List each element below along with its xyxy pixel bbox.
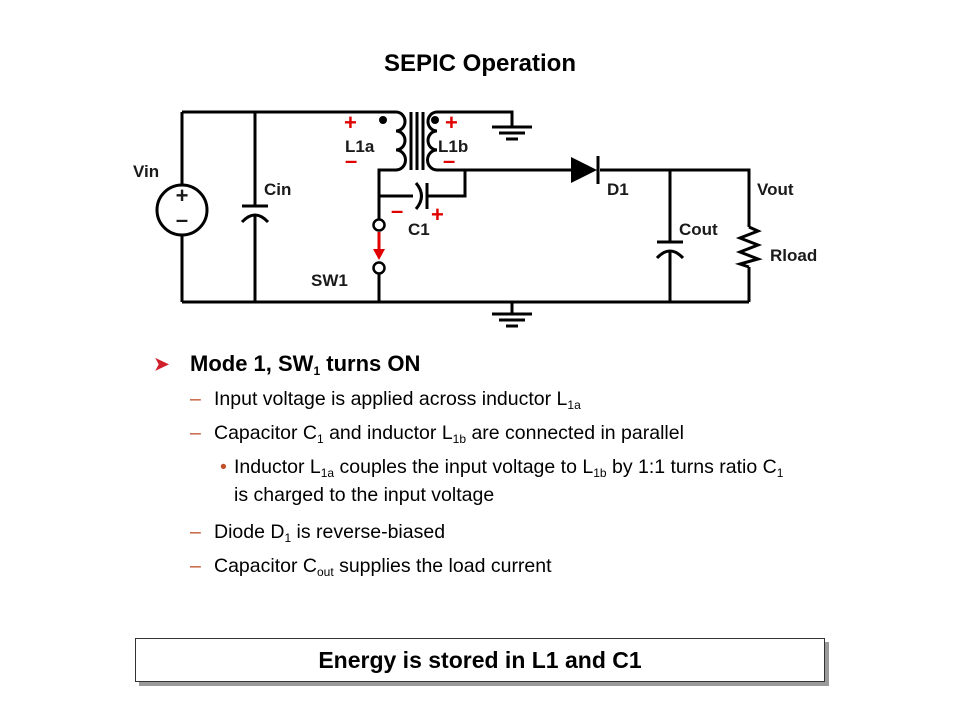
slide-title: SEPIC Operation <box>383 50 577 77</box>
c1-right-wire <box>427 170 467 198</box>
l1b-label: L1b <box>438 137 468 156</box>
sw1-bottom-terminal <box>372 261 386 275</box>
c1-capacitor: – + C1 <box>391 182 444 239</box>
sub-bullet-item: –Capacitor C1 and inductor L1b are conne… <box>150 416 850 450</box>
resistor-zigzag <box>734 225 763 269</box>
sw1-label: SW1 <box>311 271 348 290</box>
cin-curved-plate <box>240 213 270 224</box>
c1-curved-plate <box>414 182 423 210</box>
c1-plus: + <box>431 202 444 227</box>
l1a-plus: + <box>344 110 357 135</box>
source-plus: + <box>176 183 189 208</box>
wires <box>180 110 751 304</box>
c1-minus: – <box>391 198 403 223</box>
sw1-switch: SW1 <box>311 218 386 290</box>
output-wire <box>600 168 751 227</box>
bullet-text: Inductor L1a couples the input voltage t… <box>234 456 784 506</box>
dot-bullet-icon: • <box>220 456 227 478</box>
bullet-text: Capacitor Cout supplies the load current <box>214 554 552 579</box>
vout-label: Vout <box>757 180 794 199</box>
vin-source: + – Vin <box>133 162 209 237</box>
rload-label: Rload <box>770 246 817 265</box>
l1b-dot <box>431 116 439 124</box>
rload-resistor: Vout Rload <box>734 180 817 269</box>
heading-text: Mode 1, SW1 turns ON <box>190 351 421 378</box>
sub-bullet-item: –Input voltage is applied across inducto… <box>150 382 850 416</box>
ground-bottom <box>492 302 532 328</box>
sub-sub-bullet-item: • Inductor L1a couples the input voltage … <box>150 450 850 515</box>
dash-bullet-icon: – <box>190 520 201 543</box>
sub-bullet-item: –Diode D1 is reverse-biased <box>150 515 850 549</box>
source-minus: – <box>176 207 188 232</box>
sepic-circuit-diagram: + – Vin Cin + – + – L1a L1b – + C1 <box>133 110 817 328</box>
bullet-list: ➤ Mode 1, SW1 turns ON –Input voltage is… <box>150 346 850 583</box>
l1a-dot <box>379 116 387 124</box>
voltage-source-circle <box>155 183 209 237</box>
ground-top <box>492 125 532 141</box>
bullet-text: Capacitor C1 and inductor L1b are connec… <box>214 421 684 446</box>
cout-curved-plate <box>655 249 685 260</box>
coupled-inductor: + – + – L1a L1b <box>344 110 468 173</box>
diode-triangle <box>571 157 597 183</box>
l1b-coil <box>426 110 438 172</box>
dash-bullet-icon: – <box>190 387 201 410</box>
d1-label: D1 <box>607 180 629 199</box>
vin-label: Vin <box>133 162 159 181</box>
sub-bullet-item: –Capacitor Cout supplies the load curren… <box>150 549 850 583</box>
cin-label: Cin <box>264 180 291 199</box>
sw1-arrow-head <box>373 249 385 260</box>
l1b-top-wire <box>437 110 514 127</box>
l1b-plus: + <box>445 110 458 135</box>
arrow-bullet-icon: ➤ <box>154 353 170 374</box>
d1-diode: D1 <box>571 156 629 199</box>
cin-capacitor: Cin <box>240 180 291 224</box>
l1a-bottom-wire <box>377 168 396 220</box>
bullet-text: Diode D1 is reverse-biased <box>214 520 446 545</box>
summary-callout: Energy is stored in L1 and C1 <box>135 638 825 682</box>
dash-bullet-icon: – <box>190 421 201 444</box>
mode-heading: ➤ Mode 1, SW1 turns ON <box>150 346 850 382</box>
cout-label: Cout <box>679 220 718 239</box>
bullet-text: Input voltage is applied across inductor… <box>214 387 581 412</box>
l1b-minus: – <box>443 148 455 173</box>
sub-bullets: –Input voltage is applied across inducto… <box>150 382 850 583</box>
l1a-minus: – <box>345 148 357 173</box>
c1-label: C1 <box>408 220 430 239</box>
l1a-coil <box>395 110 407 172</box>
cout-capacitor: Cout <box>655 220 718 260</box>
sw1-top-terminal <box>372 218 386 232</box>
dash-bullet-icon: – <box>190 554 201 577</box>
l1a-label: L1a <box>345 137 375 156</box>
